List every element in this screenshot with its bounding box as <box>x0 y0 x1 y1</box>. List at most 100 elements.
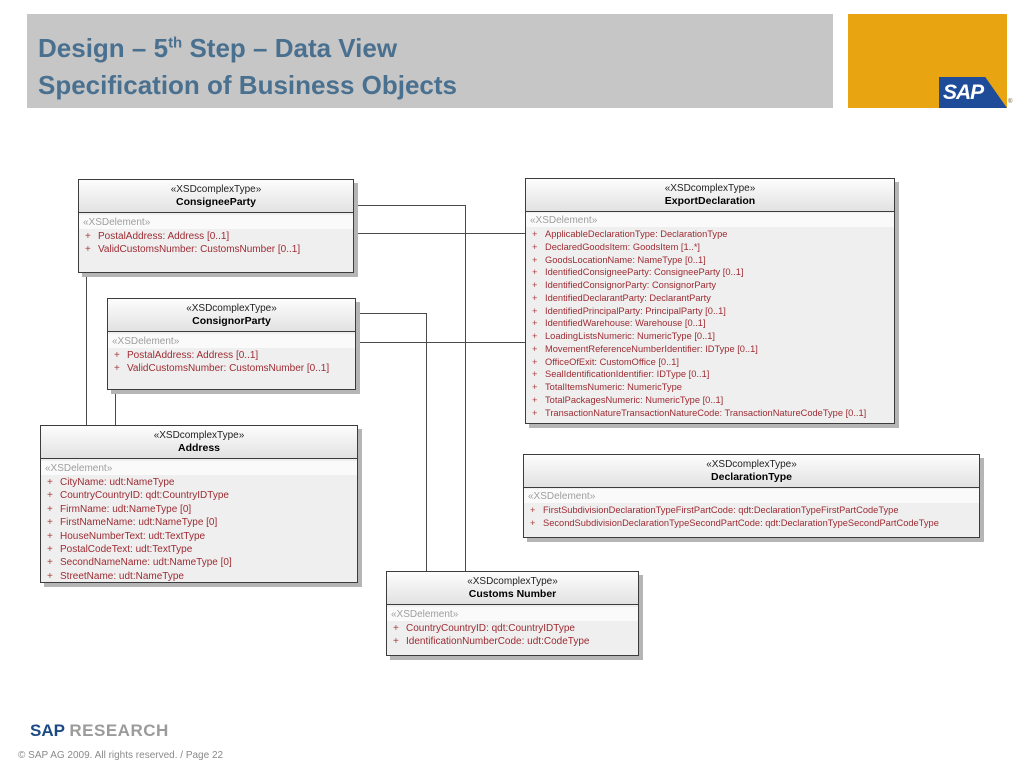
attribute-list: + CountryCountryID: qdt:CountryIDType + Ide… <box>387 621 638 651</box>
attribute-row: +FirstSubdivisionDeclarationTypeFirstPar… <box>524 504 979 517</box>
class-name: ConsigneeParty <box>176 196 256 208</box>
attribute-row: +PostalCodeText: udt:TextType <box>41 543 357 556</box>
class-name: Customs Number <box>468 588 557 600</box>
attribute-text: IdentificationNumberCode: udt:CodeType <box>406 636 590 648</box>
attribute-row: +GoodsLocationName: NameType [0..1] <box>526 254 894 267</box>
section-stereotype: «XSDelement» <box>524 489 979 503</box>
attribute-row: +ApplicableDeclarationType: DeclarationT… <box>526 228 894 241</box>
plus-visibility-marker: + <box>532 369 538 380</box>
plus-visibility-marker: + <box>393 623 399 634</box>
plus-visibility-marker: + <box>532 407 538 418</box>
section-stereotype: «XSDelement» <box>79 215 353 229</box>
attribute-text: IdentifiedPrincipalParty: PrincipalParty… <box>545 305 726 316</box>
attribute-text: ValidCustomsNumber: CustomsNumber [0..1] <box>127 363 330 375</box>
attribute-row: + SealIdentificationIdentifier: IDType [0… <box>526 368 894 381</box>
attribute-list: + ApplicableDeclarationType: DeclarationT… <box>526 227 894 421</box>
class-name: DeclarationType <box>711 471 792 483</box>
attribute-text: PostalAddress: Address [0..1] <box>98 231 230 242</box>
attribute-text: ValidCustomsNumber: CustomsNumber [0..1] <box>98 244 301 256</box>
class-stereotype: «XSDcomplexType» <box>153 430 245 441</box>
attribute-text: CountryCountryID: qdt:CountryIDType <box>60 490 229 502</box>
attribute-row: +FirmName: udt:NameType [0] <box>41 503 357 516</box>
footer-brand: SAP RESEARCH <box>30 721 169 741</box>
attribute-row: +FirstNameName: udt:NameType [0] <box>41 516 357 529</box>
attribute-text: IdentifiedWarehouse: Warehouse [0..1] <box>545 318 706 329</box>
attribute-text: TotalPackagesNumeric: NumericType [0..1] <box>545 394 724 405</box>
class-body: «XSDelement» + ApplicableDeclarationType:… <box>526 213 894 421</box>
attribute-text: OfficeOfExit: CustomOffice [0..1] <box>545 356 679 367</box>
registered-mark: ® <box>1008 99 1013 105</box>
class-box-declaration-type: «XSDcomplexType» DeclarationType «XSDele… <box>523 454 980 538</box>
plus-visibility-marker: + <box>393 636 399 648</box>
plus-visibility-marker: + <box>532 318 538 329</box>
attribute-list: +PostalAddress: Address [0..1]+ValidCust… <box>108 348 355 378</box>
sap-logo: SAP <box>939 77 1007 108</box>
connector-consignor-exportdeclaration <box>356 342 526 343</box>
title-line1: Design – 5th Step – Data View <box>38 32 398 63</box>
attribute-row: +IdentifiedDeclarantParty: DeclarantPart… <box>526 292 894 305</box>
section-stereotype: «XSDelement» <box>108 334 355 348</box>
plus-visibility-marker: + <box>532 305 538 316</box>
class-stereotype: «XSDcomplexType» <box>467 576 558 587</box>
attribute-text: SecondNameName: udt:NameType [0] <box>60 557 232 569</box>
attribute-text: DeclaredGoodsItem: GoodsItem [1..*] <box>545 241 701 252</box>
plus-visibility-marker: + <box>85 231 91 242</box>
class-stereotype: «XSDcomplexType» <box>664 183 756 194</box>
attribute-row: + IdentifiedPrincipalParty: PrincipalPart… <box>526 305 894 318</box>
connector-consignor-customsnumber-h <box>356 313 427 314</box>
connector-consignee-customsnumber-v <box>465 205 466 572</box>
plus-visibility-marker: + <box>532 267 538 278</box>
plus-visibility-marker: + <box>47 503 53 515</box>
attribute-row: + TotalItemsNumeric: NumericType <box>526 381 894 394</box>
attribute-text: StreetName: udt:NameType <box>60 570 184 582</box>
plus-visibility-marker: + <box>47 570 53 582</box>
attribute-text: SealIdentificationIdentifier: IDType [0.… <box>545 369 710 380</box>
attribute-row: +CountryCountryID: qdt:CountryIDType <box>41 489 357 502</box>
attribute-row: +CityName: udt:NameType <box>41 476 357 489</box>
class-name: ConsignorParty <box>192 315 271 327</box>
plus-visibility-marker: + <box>47 530 53 542</box>
section-stereotype: «XSDelement» <box>387 607 638 621</box>
class-body: «XSDelement» + CountryCountryID: qdt:Coun… <box>387 607 638 651</box>
class-body: «XSDelement» +CityName: udt:NameType+Cou… <box>41 461 357 582</box>
class-box-address: «XSDcomplexType» Address «XSDelement» +C… <box>40 425 358 583</box>
attribute-row: +IdentifiedConsignorParty: ConsignorPart… <box>526 279 894 292</box>
attribute-text: CountryCountryID: qdt:CountryIDType <box>406 623 575 634</box>
class-name: Address <box>177 442 220 454</box>
attribute-text: HouseNumberText: udt:TextType <box>60 530 206 542</box>
attribute-text: LoadingListsNumeric: NumericType [0..1] <box>545 331 715 341</box>
plus-visibility-marker: + <box>532 331 538 341</box>
attribute-row: +ValidCustomsNumber: CustomsNumber [0..1… <box>79 243 353 256</box>
class-header: «XSDcomplexType» ExportDeclaration <box>526 179 894 212</box>
attribute-row: + IdentifiedWarehouse: Warehouse [0..1] <box>526 317 894 330</box>
plus-visibility-marker: + <box>532 382 538 392</box>
class-stereotype: «XSDcomplexType» <box>186 303 277 314</box>
sap-logo-text: SAP <box>943 80 984 104</box>
attribute-text: SecondSubdivisionDeclarationTypeSecondPa… <box>543 517 939 528</box>
attribute-text: GoodsLocationName: NameType [0..1] <box>545 254 706 265</box>
attribute-text: PostalCodeText: udt:TextType <box>60 544 193 556</box>
class-header: «XSDcomplexType» ConsigneeParty <box>79 180 353 213</box>
attribute-list: + FirstSubdivisionDeclarationTypeFirstPar… <box>524 503 979 532</box>
attribute-text: ApplicableDeclarationType: DeclarationTy… <box>545 229 728 239</box>
class-box-export-declaration: «XSDcomplexType» ExportDeclaration «XSDe… <box>525 178 895 424</box>
section-stereotype: «XSDelement» <box>526 213 894 227</box>
plus-visibility-marker: + <box>530 517 536 528</box>
attribute-text: FirstSubdivisionDeclarationTypeFirstPart… <box>543 505 899 515</box>
connector-consignor-customsnumber-v <box>426 313 427 572</box>
attribute-text: TotalItemsNumeric: NumericType <box>545 382 682 392</box>
title-line2: Specification of Business Objects <box>38 69 457 100</box>
attribute-text: MovementReferenceNumberIdentifier: IDTyp… <box>545 343 758 354</box>
class-stereotype: «XSDcomplexType» <box>706 459 797 470</box>
slide-title: Design – 5th Step – Data View Specificat… <box>27 14 833 104</box>
class-box-consignee-party: «XSDcomplexType» ConsigneeParty «XSDelem… <box>78 179 354 273</box>
plus-visibility-marker: + <box>114 363 120 375</box>
section-stereotype: «XSDelement» <box>41 461 357 475</box>
attribute-row: +TotalPackagesNumeric: NumericType [0..1… <box>526 394 894 407</box>
class-header: «XSDcomplexType» ConsignorParty <box>108 299 355 332</box>
attribute-row: +IdentifiedConsigneeParty: ConsigneePart… <box>526 266 894 279</box>
class-header: «XSDcomplexType» Address <box>41 426 357 459</box>
connector-consignor-address <box>115 390 116 426</box>
attribute-row: +DeclaredGoodsItem: GoodsItem [1..*] <box>526 241 894 254</box>
plus-visibility-marker: + <box>114 350 120 361</box>
